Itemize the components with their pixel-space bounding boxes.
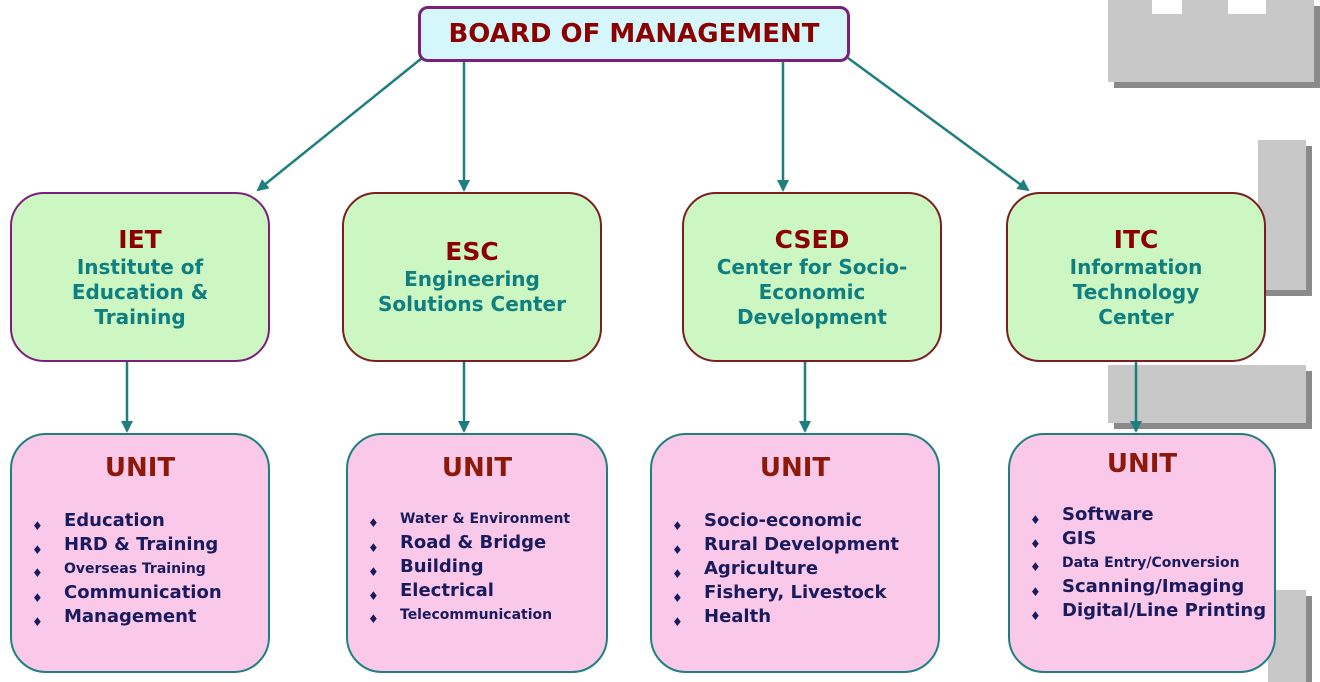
unit-item-label: Building (400, 556, 484, 577)
diamond-bullet-icon: ♦ (368, 565, 379, 579)
diamond-bullet-icon: ♦ (1030, 513, 1041, 527)
decorative-block-top (1108, 0, 1314, 82)
unit-item-label: Health (704, 606, 772, 627)
diamond-bullet-icon: ♦ (32, 615, 43, 629)
list-item: ♦ HRD & Training (12, 533, 268, 557)
unit-item-label: Socio-economic (704, 510, 863, 531)
unit-item-label: Rural Development (704, 534, 900, 555)
center-full-name: Institute of Education & Training (71, 254, 209, 329)
list-item: ♦ Data Entry/Conversion (1010, 551, 1274, 575)
center-box-csed: CSED Center for Socio-Economic Developme… (682, 192, 942, 362)
unit-title: UNIT (1106, 449, 1178, 479)
unit-item-label: Electrical (400, 580, 494, 601)
diamond-bullet-icon: ♦ (1030, 560, 1041, 574)
decorative-block-mid (1108, 365, 1306, 423)
unit-item-label: Fishery, Livestock (704, 582, 887, 603)
unit-title: UNIT (759, 453, 831, 483)
center-abbr: ITC (1113, 224, 1159, 254)
list-item: ♦ Communication (12, 581, 268, 605)
decorative-notch-left (1152, 0, 1182, 14)
unit-title: UNIT (441, 453, 513, 483)
unit-title: UNIT (104, 453, 176, 483)
list-item: ♦ Management (12, 605, 268, 629)
unit-item-label: Scanning/Imaging (1062, 576, 1245, 597)
diamond-bullet-icon: ♦ (672, 519, 683, 533)
diamond-bullet-icon: ♦ (1030, 609, 1041, 623)
list-item: ♦ Health (652, 605, 938, 629)
diamond-bullet-icon: ♦ (368, 612, 379, 626)
unit-list: ♦ Software ♦ GIS ♦ Data Entry/Conversion ♦ S… (1010, 503, 1274, 623)
center-abbr: IET (118, 224, 162, 254)
unit-box-iet: UNIT ♦ Education ♦ HRD & Training ♦ Oversea… (10, 433, 270, 673)
diamond-bullet-icon: ♦ (32, 519, 43, 533)
list-item: ♦ Road & Bridge (348, 531, 606, 555)
unit-item-label: Telecommunication (400, 607, 553, 623)
list-item: ♦ Digital/Line Printing (1010, 599, 1274, 623)
unit-item-label: Road & Bridge (400, 532, 547, 553)
unit-item-label: Digital/Line Printing (1062, 600, 1267, 621)
unit-box-esc: UNIT ♦ Water & Environment ♦ Road & Bridge… (346, 433, 608, 673)
diamond-bullet-icon: ♦ (1030, 537, 1041, 551)
list-item: ♦ Rural Development (652, 533, 938, 557)
unit-item-label: Overseas Training (64, 561, 206, 577)
center-abbr: CSED (774, 224, 850, 254)
list-item: ♦ Electrical (348, 579, 606, 603)
center-full-name: Information Technology Center (1069, 254, 1203, 329)
unit-list: ♦ Socio-economic ♦ Rural Development ♦ Agri… (652, 509, 938, 629)
unit-item-label: GIS (1062, 528, 1097, 549)
diamond-bullet-icon: ♦ (368, 516, 379, 530)
list-item: ♦ Socio-economic (652, 509, 938, 533)
unit-box-csed: UNIT ♦ Socio-economic ♦ Rural Development … (650, 433, 940, 673)
list-item: ♦ Software (1010, 503, 1274, 527)
unit-item-label: Education (64, 510, 165, 531)
diamond-bullet-icon: ♦ (368, 589, 379, 603)
center-box-esc: ESC Engineering Solutions Center (342, 192, 602, 362)
diamond-bullet-icon: ♦ (672, 615, 683, 629)
unit-item-label: Communication (64, 582, 222, 603)
unit-list: ♦ Education ♦ HRD & Training ♦ Overseas Tra… (12, 509, 268, 629)
decorative-block-side (1258, 140, 1306, 290)
diamond-bullet-icon: ♦ (32, 591, 43, 605)
diamond-bullet-icon: ♦ (368, 541, 379, 555)
unit-item-label: Software (1062, 504, 1154, 525)
list-item: ♦ Building (348, 555, 606, 579)
list-item: ♦ Education (12, 509, 268, 533)
diamond-bullet-icon: ♦ (672, 591, 683, 605)
diamond-bullet-icon: ♦ (32, 566, 43, 580)
center-abbr: ESC (445, 237, 499, 266)
arrow-board-to-itc (847, 56, 1030, 192)
list-item: ♦ Fishery, Livestock (652, 581, 938, 605)
unit-item-label: HRD & Training (64, 534, 219, 555)
arrow-board-to-iet (256, 57, 423, 192)
diamond-bullet-icon: ♦ (672, 543, 683, 557)
center-box-itc: ITC Information Technology Center (1006, 192, 1266, 362)
unit-item-label: Agriculture (704, 558, 819, 579)
center-full-name: Engineering Solutions Center (378, 267, 566, 316)
unit-item-label: Data Entry/Conversion (1062, 555, 1240, 571)
center-full-name: Center for Socio-Economic Development (716, 254, 908, 329)
list-item: ♦ GIS (1010, 527, 1274, 551)
diamond-bullet-icon: ♦ (672, 567, 683, 581)
list-item: ♦ Overseas Training (12, 557, 268, 581)
list-item: ♦ Agriculture (652, 557, 938, 581)
list-item: ♦ Water & Environment (348, 507, 606, 531)
unit-box-itc: UNIT ♦ Software ♦ GIS ♦ Data Entry/Conversi… (1008, 433, 1276, 673)
unit-item-label: Management (64, 606, 197, 627)
diamond-bullet-icon: ♦ (1030, 585, 1041, 599)
unit-item-label: Water & Environment (400, 511, 571, 527)
diamond-bullet-icon: ♦ (32, 543, 43, 557)
decorative-notch-right (1228, 0, 1266, 14)
board-of-management-box: BOARD OF MANAGEMENT (418, 6, 850, 62)
board-title: BOARD OF MANAGEMENT (448, 19, 820, 49)
unit-list: ♦ Water & Environment ♦ Road & Bridge ♦ Bui… (348, 507, 606, 627)
center-box-iet: IET Institute of Education & Training (10, 192, 270, 362)
list-item: ♦ Telecommunication (348, 603, 606, 627)
list-item: ♦ Scanning/Imaging (1010, 575, 1274, 599)
